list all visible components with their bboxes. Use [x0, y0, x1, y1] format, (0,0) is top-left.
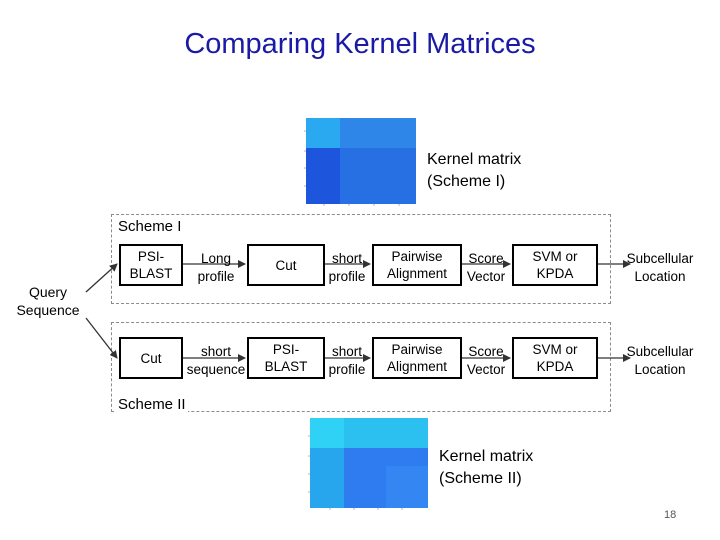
edge-line: Vector	[466, 269, 506, 284]
node-line: Alignment	[386, 266, 448, 281]
node-line: SVM or	[532, 342, 578, 357]
edge-line: short	[331, 344, 362, 359]
scheme-2-edge-short-profile: short profile	[324, 343, 370, 379]
node-line: Pairwise	[391, 249, 443, 264]
page-title: Comparing Kernel Matrices	[184, 28, 536, 60]
scheme-1-label: Scheme I	[116, 218, 184, 235]
node-line: KPDA	[536, 359, 574, 374]
scheme-2-edge-short-sequence: short sequence	[186, 343, 246, 379]
scheme-1-node-cut: Cut	[247, 244, 325, 286]
kernel-matrix-label-line-2: (Scheme II)	[439, 470, 522, 487]
kernel-matrix-heatmap-scheme-1	[304, 118, 416, 206]
scheme-2-node-svm-kpda: SVM or KPDA	[512, 337, 598, 379]
scheme-1-node-svm-kpda: SVM or KPDA	[512, 244, 598, 286]
kernel-matrix-label-line-2: (Scheme I)	[427, 173, 506, 190]
query-line-2: Sequence	[16, 302, 80, 318]
edge-line: Long	[200, 251, 232, 266]
edge-line: profile	[197, 269, 235, 284]
scheme-2-label: Scheme II	[116, 396, 188, 413]
output-line: Subcellular	[626, 344, 694, 359]
edge-line: Score	[468, 344, 504, 359]
node-line: PSI-	[272, 342, 300, 357]
scheme-2-node-psi-blast: PSI- BLAST	[247, 337, 325, 379]
page-number: 18	[664, 509, 677, 521]
node-line: KPDA	[536, 266, 574, 281]
scheme-1-container	[111, 214, 611, 304]
scheme-1-edge-short-profile: short profile	[324, 250, 370, 286]
kernel-matrix-label-line-1: Kernel matrix	[427, 151, 522, 168]
output-line: Location	[634, 362, 686, 377]
output-line: Location	[634, 269, 686, 284]
query-sequence-label: Query Sequence	[8, 283, 88, 319]
node-line: BLAST	[129, 266, 173, 281]
kernel-matrix-heatmap-scheme-2	[308, 418, 428, 510]
node-line: Alignment	[386, 359, 448, 374]
edge-line: Score	[468, 251, 504, 266]
node-line: Pairwise	[391, 342, 443, 357]
output-line: Subcellular	[626, 251, 694, 266]
scheme-2-node-cut: Cut	[119, 337, 183, 379]
kernel-matrix-label-line-1: Kernel matrix	[439, 448, 534, 465]
query-line-1: Query	[28, 284, 68, 300]
kernel-matrix-label-scheme-2: Kernel matrix (Scheme II)	[439, 446, 533, 490]
node-line: PSI-	[137, 249, 165, 264]
edge-line: Vector	[466, 362, 506, 377]
edge-line: sequence	[186, 362, 246, 377]
edge-line: short	[200, 344, 231, 359]
kernel-matrix-label-scheme-1: Kernel matrix (Scheme I)	[427, 149, 521, 193]
scheme-1-edge-long-profile: Long profile	[188, 250, 244, 286]
node-line: Cut	[275, 257, 297, 273]
scheme-1-node-psi-blast: PSI- BLAST	[119, 244, 183, 286]
node-line: Cut	[140, 350, 162, 366]
edge-line: short	[331, 251, 362, 266]
node-line: SVM or	[532, 249, 578, 264]
scheme-2-container	[111, 322, 611, 412]
edge-line: profile	[328, 269, 366, 284]
node-line: BLAST	[264, 359, 308, 374]
edge-line: profile	[328, 362, 366, 377]
